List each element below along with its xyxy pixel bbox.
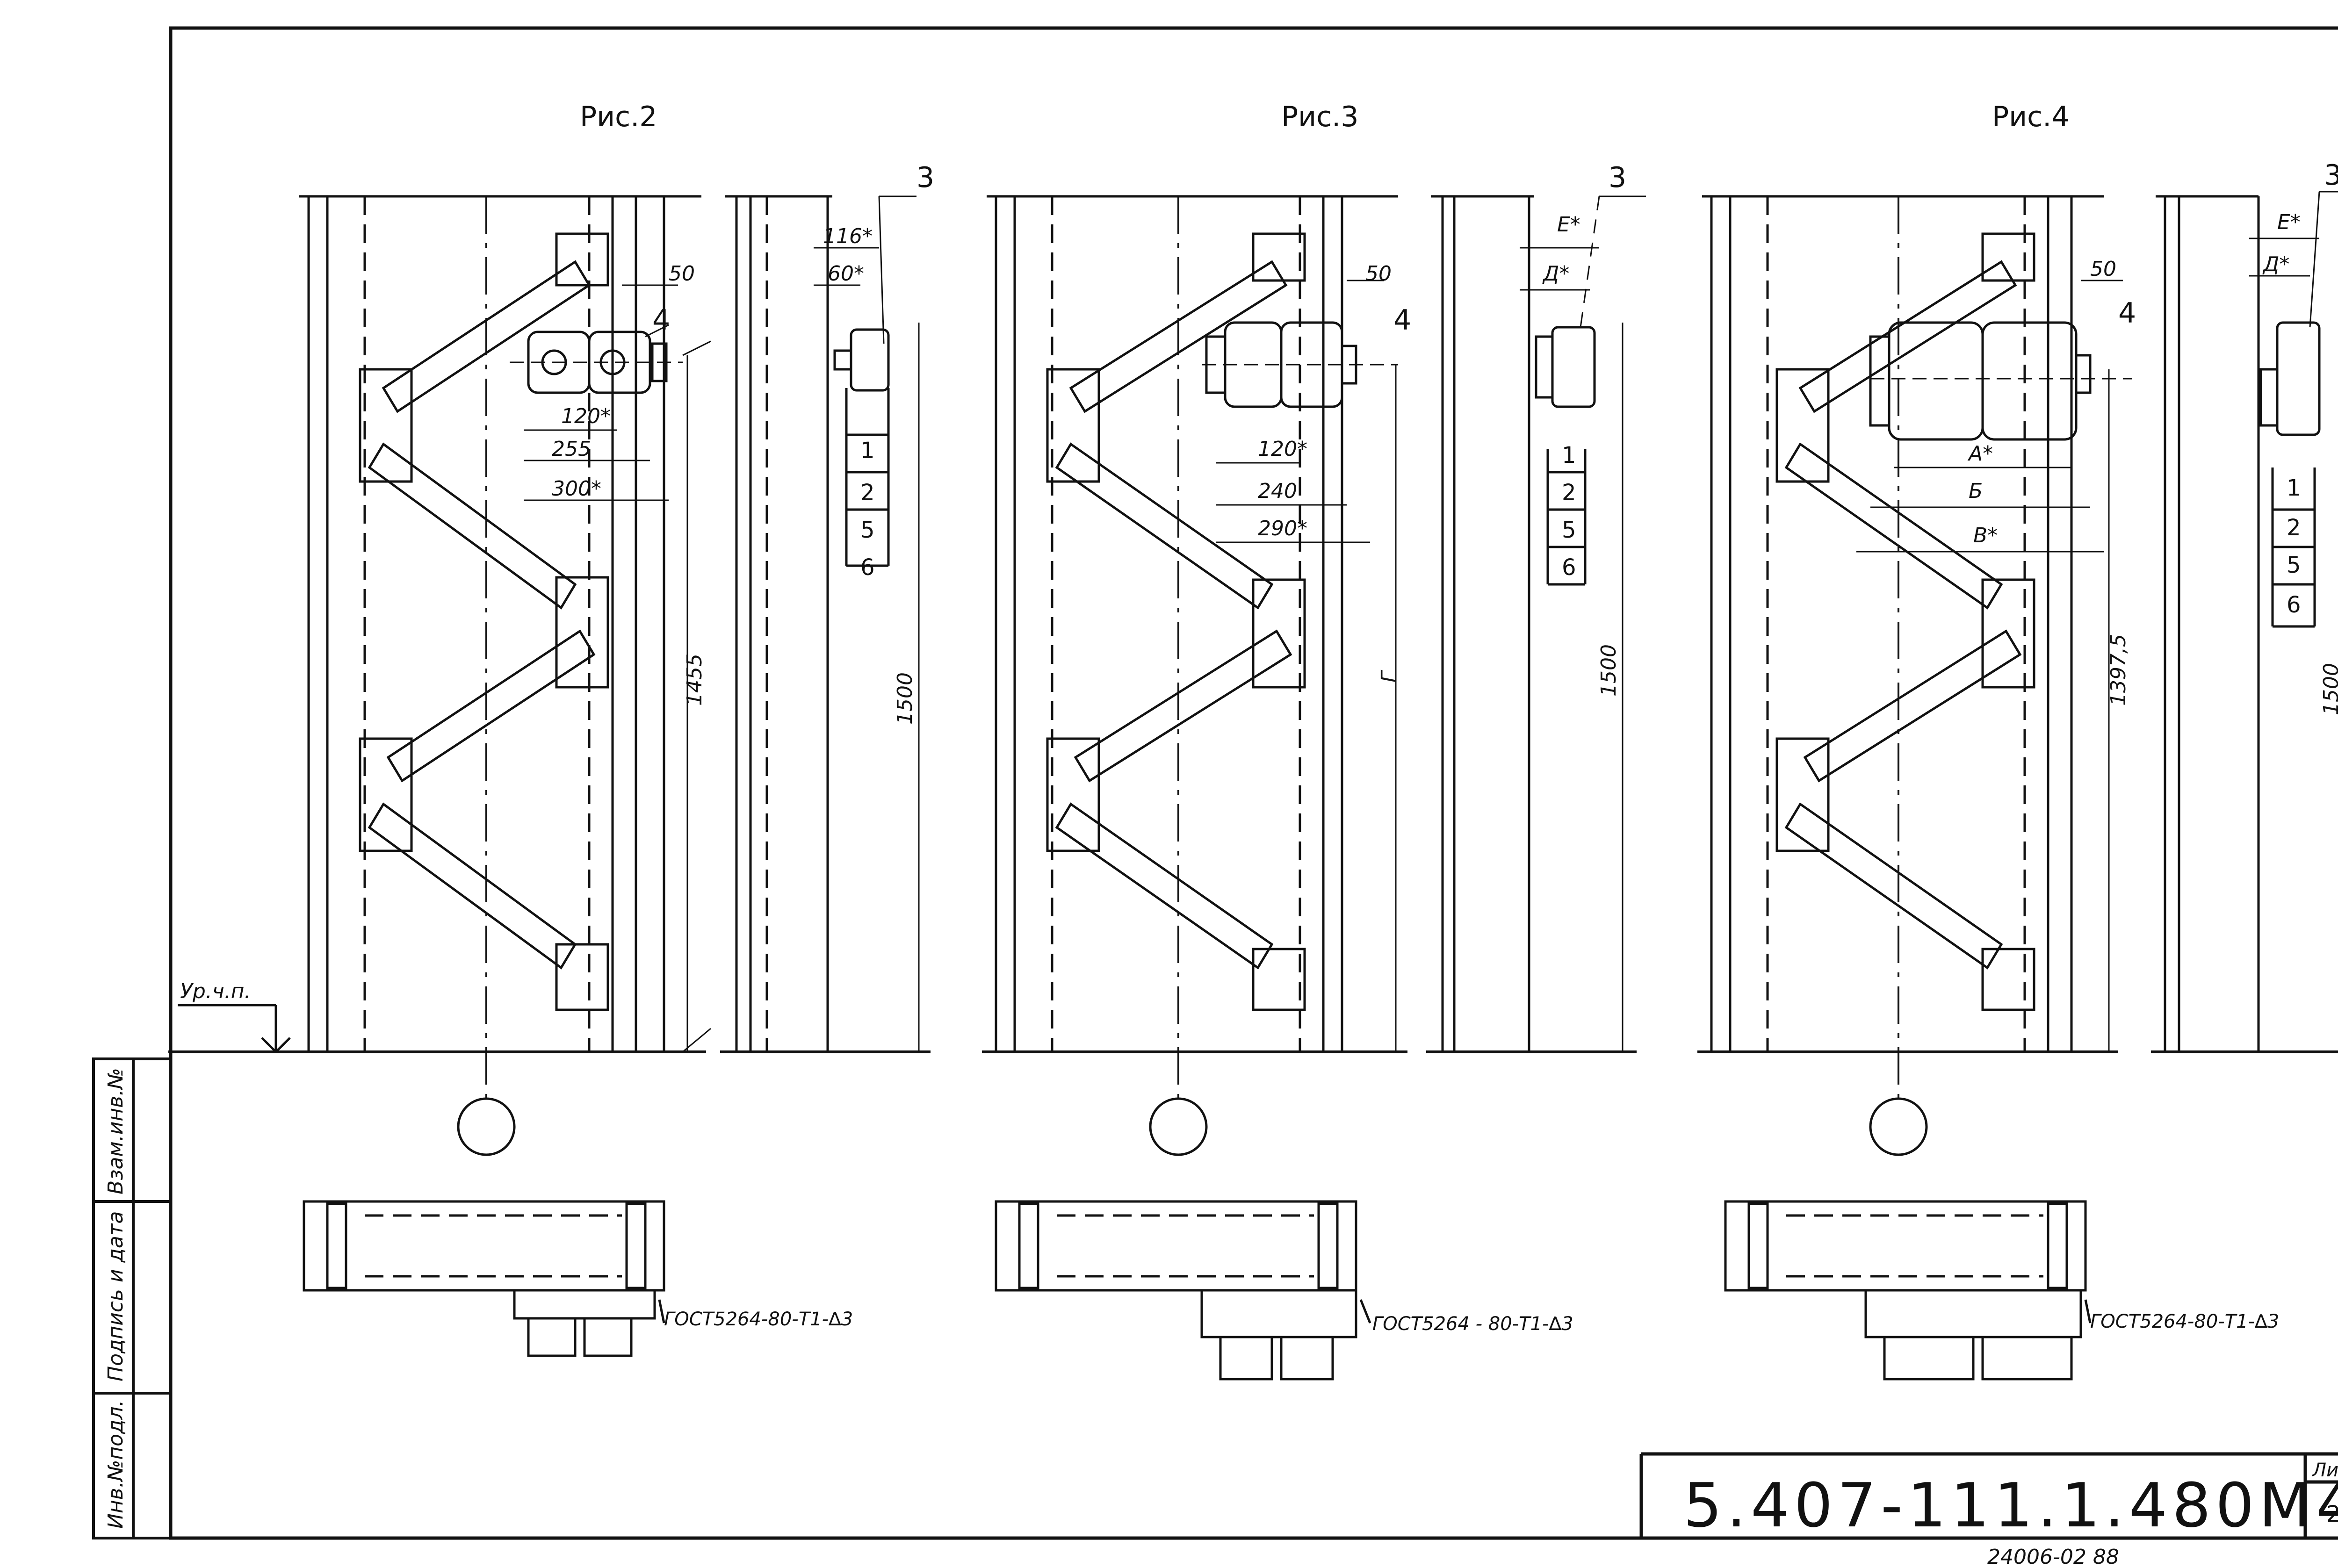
side-stamp-replace: Взам.инв.№	[104, 1068, 128, 1194]
figure-3-callout-3: 3	[1609, 161, 1626, 194]
figure-4: Рис.4	[1697, 101, 2338, 1381]
figure-2-weld: ГОСТ5264-80-Т1-∆3	[664, 1309, 853, 1330]
figure-3-front-view	[982, 195, 1407, 1122]
figure-2-dim-height: 1455	[683, 654, 707, 706]
figure-3-dim-50: 50	[1365, 262, 1392, 286]
figure-3-dim-120: 120*	[1258, 437, 1307, 461]
figure-3-side-view	[1426, 195, 1646, 1053]
figure-4-side-view	[2151, 191, 2338, 1053]
figure-4-dim-E: Е*	[2277, 210, 2301, 234]
figure-2-dim-300: 300*	[552, 477, 601, 501]
figure-4-label-1: 1	[2287, 475, 2301, 501]
figure-3-label-1: 1	[1562, 442, 1576, 468]
figure-3-label-2: 2	[1562, 480, 1576, 506]
figure-3-marker-4: 4	[1393, 304, 1411, 337]
figure-3-dim-290: 290*	[1258, 517, 1307, 540]
figure-2-dim-50: 50	[669, 262, 695, 286]
figure-4-weld: ГОСТ5264-80-Т1-∆3	[2090, 1311, 2279, 1332]
figure-4-dim-B: Б	[1969, 479, 1983, 503]
figure-3-label-5: 5	[1562, 517, 1576, 543]
figure-2-label-6: 6	[860, 554, 875, 581]
figure-4-marker-4: 4	[2118, 297, 2136, 330]
figure-4-label-5: 5	[2287, 552, 2301, 578]
figure-4-label-2: 2	[2287, 515, 2301, 541]
figure-4-dim-side-height: 1500	[2319, 663, 2338, 715]
figure-2-title: Рис.2	[580, 101, 657, 133]
side-stamp-inv: Инв.№подл.	[104, 1400, 128, 1529]
figure-2-dim-116: 116*	[823, 224, 873, 248]
figure-4-label-6: 6	[2287, 592, 2301, 618]
figure-2-front-view	[168, 195, 711, 1122]
figure-4-section	[1724, 1200, 2092, 1381]
figure-2-dim-120: 120*	[561, 404, 611, 428]
figure-3: Рис.3	[982, 101, 1646, 1381]
figure-2-label-2: 2	[860, 480, 875, 506]
figure-2-callout-3: 3	[916, 161, 934, 194]
sheet-label: Лист	[2311, 1460, 2338, 1481]
figure-4-dim-V: В*	[1973, 524, 1998, 547]
figure-2-dim-255: 255	[552, 437, 591, 461]
figure-4-callout-3: 3	[2324, 159, 2338, 192]
figure-4-dim-A: А*	[1967, 442, 1993, 466]
figure-4-marker-circle	[1869, 1097, 1928, 1156]
drawing-code: 5.407-111.1.480М4	[1683, 1470, 2338, 1541]
figure-3-dim-height: Г	[1377, 669, 1401, 683]
level-label: Ур.ч.п.	[180, 979, 251, 1003]
figure-2-section	[303, 1200, 665, 1357]
level-mark	[178, 1004, 291, 1053]
figure-3-dim-E: Е*	[1557, 213, 1580, 237]
figure-3-dim-side-height: 1500	[1597, 644, 1621, 697]
archive-number: 24006-02 88	[1987, 1545, 2119, 1568]
figure-3-weld: ГОСТ5264 - 80-Т1-∆3	[1372, 1313, 1573, 1335]
figure-2-dim-60: 60*	[828, 262, 864, 286]
figure-2: Рис.2	[168, 101, 934, 1357]
figure-2-label-5: 5	[860, 517, 875, 543]
figure-2-marker-circle	[457, 1097, 516, 1156]
figure-4-front-view	[1697, 195, 2132, 1122]
figure-3-section	[995, 1200, 1371, 1381]
figure-4-title: Рис.4	[1992, 101, 2069, 133]
sheet-number: 2	[2326, 1501, 2338, 1527]
figure-3-label-6: 6	[1562, 554, 1576, 581]
figure-2-marker-4: 4	[652, 304, 670, 337]
side-stamp	[92, 1057, 172, 1539]
title-block	[1639, 1452, 2338, 1538]
figure-3-dim-240: 240	[1258, 479, 1297, 503]
figure-2-dim-side-height: 1500	[893, 672, 917, 725]
figure-4-dim-height: 1397,5	[2107, 634, 2130, 706]
figure-2-label-1: 1	[860, 438, 875, 464]
side-stamp-signature: Подпись и дата	[104, 1211, 128, 1381]
figure-4-dim-D: Д*	[2262, 252, 2289, 276]
figure-3-marker-circle	[1149, 1097, 1208, 1156]
sheet-frame	[169, 26, 2338, 1540]
figure-3-title: Рис.3	[1281, 101, 1358, 133]
figure-4-dim-50: 50	[2090, 257, 2116, 281]
figure-3-dim-D: Д*	[1542, 262, 1569, 286]
figure-2-side-view	[720, 195, 931, 1053]
